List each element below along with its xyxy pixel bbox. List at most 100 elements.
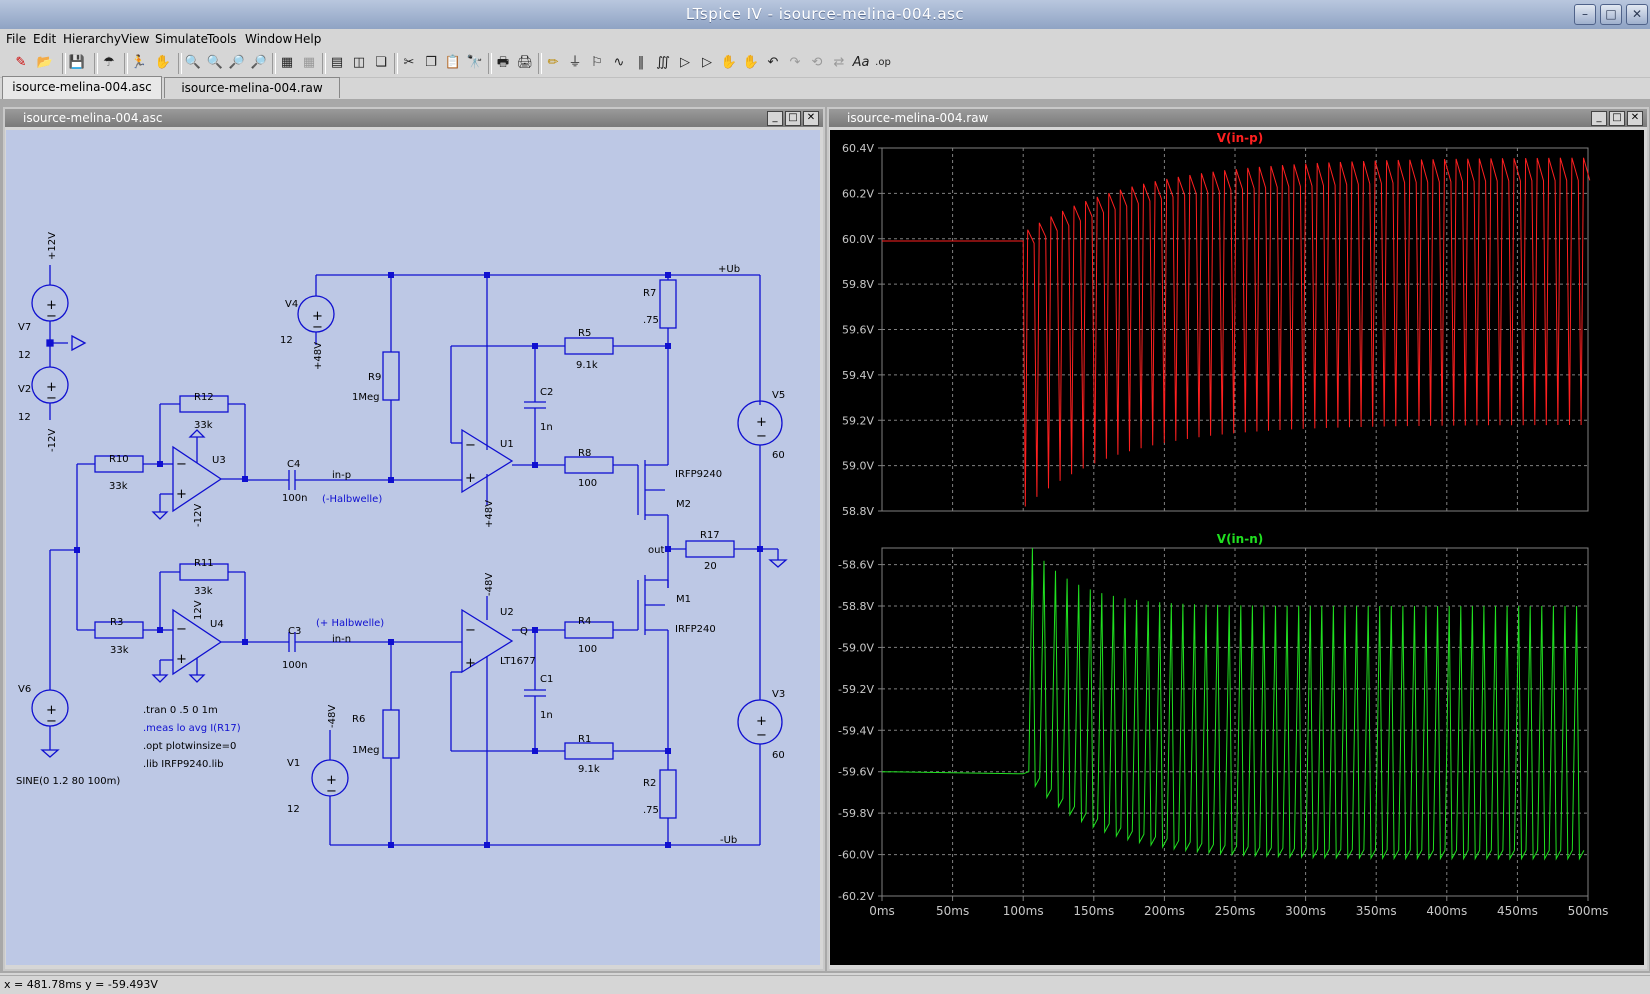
directive-tran[interactable]: .tran 0 .5 0 1m — [143, 705, 218, 716]
toolbar-separator — [488, 53, 492, 74]
irfp9240-label: IRFP9240 — [675, 469, 722, 480]
label-net-icon[interactable]: ⚐ — [591, 55, 603, 70]
v5-label: V5 — [772, 390, 785, 401]
r8-resistor[interactable] — [564, 456, 614, 474]
tab-schematic[interactable]: isource-melina-004.asc — [2, 76, 162, 99]
y-tick-label: 60.4V — [842, 142, 874, 155]
schematic-close-button[interactable]: ✕ — [803, 111, 819, 126]
r9-resistor[interactable] — [382, 351, 400, 401]
component-icon[interactable]: ▷ — [702, 55, 712, 70]
menu-simulate[interactable]: Simulate — [155, 32, 209, 46]
schematic-minimize-button[interactable]: _ — [767, 111, 783, 126]
maximize-button[interactable]: □ — [1600, 4, 1622, 25]
schematic-canvas[interactable]: V7 12 V2 12 V4 12 R9 1Meg R12 33k U3 R10… — [6, 130, 820, 965]
cascade-icon[interactable]: ❏ — [375, 55, 387, 70]
directive-lib[interactable]: .lib IRFP9240.lib — [143, 759, 223, 770]
vinp-trace[interactable] — [882, 157, 1591, 507]
new-schematic-icon[interactable]: ✎ — [15, 55, 27, 70]
halt-icon[interactable]: ✋ — [154, 55, 172, 70]
plot-settings-icon[interactable]: ▦ — [302, 55, 316, 70]
text-icon[interactable]: Aa — [852, 55, 870, 70]
undo-icon[interactable]: ↶ — [767, 55, 779, 70]
vinn-trace[interactable] — [881, 547, 1585, 861]
r5-resistor[interactable] — [564, 337, 614, 355]
document-tabs: isource-melina-004.asc isource-melina-00… — [0, 76, 1650, 99]
x-tick-label: 500ms — [1568, 904, 1609, 918]
drag-icon[interactable]: ✋ — [742, 55, 760, 70]
menu-help[interactable]: Help — [294, 32, 322, 46]
zoom-out-icon[interactable]: 🔎 — [228, 55, 246, 70]
title-bar: LTspice IV - isource-melina-004.asc – □ … — [0, 0, 1650, 30]
save-icon[interactable]: 💾 — [68, 55, 86, 70]
control-panel-icon[interactable]: ☂ — [103, 55, 115, 70]
y-tick-label: -58.8V — [838, 600, 874, 613]
wire-icon[interactable]: ✏ — [547, 55, 559, 70]
resistor-icon[interactable]: ∿ — [613, 55, 625, 70]
minimize-button[interactable]: – — [1574, 4, 1596, 25]
print-icon[interactable]: 🖨 — [516, 55, 534, 70]
r7-resistor[interactable] — [659, 279, 677, 329]
r6-resistor[interactable] — [382, 709, 400, 759]
menu-view[interactable]: View — [121, 32, 150, 46]
directive-meas[interactable]: .meas lo avg I(R17) — [143, 723, 241, 734]
zoom-in-icon[interactable]: 🔍 — [184, 55, 202, 70]
cursor-readout: x = 481.78ms y = -59.493V — [4, 978, 158, 991]
mirror-icon[interactable]: ⇄ — [833, 55, 845, 70]
vinp-trace-label[interactable]: V(in-p) — [1217, 131, 1263, 145]
r6-value: 1Meg — [352, 745, 380, 756]
print-preview-icon[interactable]: 🖶 — [496, 55, 510, 70]
open-folder-icon[interactable]: 📂 — [36, 55, 54, 70]
run-icon[interactable]: 🏃 — [130, 55, 148, 70]
capacitor-icon[interactable]: ‖ — [637, 55, 645, 70]
paste-icon[interactable]: 📋 — [444, 55, 462, 70]
schematic-maximize-button[interactable]: □ — [785, 111, 801, 126]
pan-icon[interactable]: 🔍 — [206, 55, 224, 70]
v2-value: 12 — [18, 412, 31, 423]
tile-horizontal-icon[interactable]: ▤ — [330, 55, 344, 70]
c2-label: C2 — [540, 387, 553, 398]
tab-waveform[interactable]: isource-melina-004.raw — [164, 77, 340, 98]
y-tick-label: -59.2V — [838, 683, 874, 696]
toolbar-separator — [538, 53, 542, 74]
copy-icon[interactable]: ❐ — [425, 55, 437, 70]
close-button[interactable]: ✕ — [1626, 4, 1648, 25]
waveform-maximize-button[interactable]: □ — [1609, 111, 1625, 126]
autorange-icon[interactable]: ▦ — [280, 55, 294, 70]
menu-hierarchy[interactable]: Hierarchy — [63, 32, 122, 46]
zoom-fit-icon[interactable]: 🔎 — [250, 55, 268, 70]
r2-resistor[interactable] — [659, 769, 677, 819]
waveform-close-button[interactable]: ✕ — [1627, 111, 1643, 126]
waveform-minimize-button[interactable]: _ — [1591, 111, 1607, 126]
x-tick-label: 200ms — [1144, 904, 1185, 918]
rotate-icon[interactable]: ⟲ — [811, 55, 823, 70]
u4-supply-label: 12V — [193, 600, 204, 620]
vinn-trace-label[interactable]: V(in-n) — [1217, 532, 1263, 546]
menu-file[interactable]: File — [6, 32, 27, 46]
r1-resistor[interactable] — [564, 742, 614, 760]
tile-vertical-icon[interactable]: ◫ — [352, 55, 366, 70]
r12-label: R12 — [194, 392, 214, 403]
ground-icon[interactable]: ⏚ — [568, 55, 582, 70]
menu-tools[interactable]: Tools — [207, 32, 237, 46]
inductor-icon[interactable]: ∭ — [656, 55, 670, 70]
diode-icon[interactable]: ▷ — [680, 55, 690, 70]
v2-label: V2 — [18, 384, 31, 395]
menu-window[interactable]: Window — [245, 32, 293, 46]
window-title: LTspice IV - isource-melina-004.asc — [685, 5, 965, 23]
r1-value: 9.1k — [578, 764, 600, 775]
y-tick-label: -60.0V — [838, 849, 874, 862]
minus12-label: -12V — [47, 429, 58, 452]
r17-resistor[interactable] — [685, 540, 735, 558]
spice-directive-icon[interactable]: .op — [875, 57, 891, 68]
menu-edit[interactable]: Edit — [33, 32, 57, 46]
r2-value: .75 — [643, 805, 659, 816]
redo-icon[interactable]: ↷ — [789, 55, 801, 70]
r10-label: R10 — [109, 454, 129, 465]
directive-opt[interactable]: .opt plotwinsize=0 — [143, 741, 236, 752]
cut-icon[interactable]: ✂ — [403, 55, 415, 70]
v1-value: 12 — [287, 804, 300, 815]
move-icon[interactable]: ✋ — [720, 55, 738, 70]
find-icon[interactable]: 🔭 — [466, 55, 484, 70]
